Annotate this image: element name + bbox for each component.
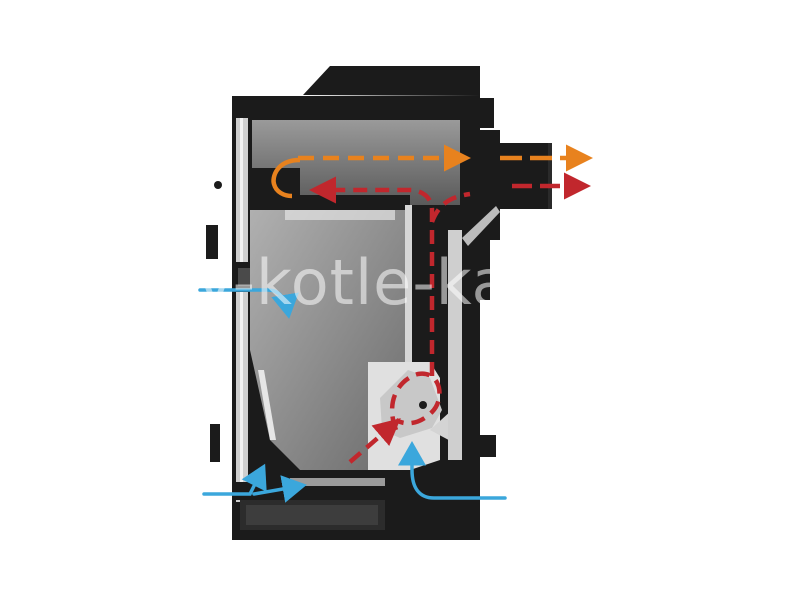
side-fitting-top	[480, 98, 494, 128]
grate-air-arrow	[252, 475, 307, 503]
flue-gas-hot-path	[309, 172, 591, 464]
inclined-grate	[258, 370, 276, 440]
flue-gas-to-exchanger	[429, 191, 471, 223]
upper-flue-channel	[252, 120, 460, 205]
flame-loop	[389, 371, 442, 431]
nozzle-center	[419, 401, 427, 409]
top-hood	[303, 66, 480, 96]
grate-bar	[290, 478, 385, 486]
primary-air-arrow	[198, 288, 299, 319]
damper-flap	[462, 206, 500, 246]
flue-pipe-bevel	[548, 143, 552, 209]
secondary-air-arrow	[398, 441, 507, 500]
door-handle-upper	[206, 225, 218, 259]
lower-air-arrow	[202, 463, 267, 496]
heat-exchanger-wall	[448, 230, 462, 460]
inner-wall-right	[405, 205, 412, 365]
flue-gas-exhaust-path	[271, 144, 593, 199]
baffle-plate	[285, 210, 395, 220]
combustion-chamber	[240, 120, 460, 530]
fuel-hopper	[250, 210, 405, 470]
door-handle-lower	[210, 424, 220, 462]
rising-flue-gas	[309, 176, 435, 376]
air-flow-arrows	[198, 288, 507, 503]
flue-pipe	[470, 143, 548, 209]
side-fitting-bottom	[472, 435, 496, 457]
flame-jet	[348, 418, 401, 464]
exhaust-turn	[271, 157, 301, 199]
door-knob	[214, 181, 222, 189]
